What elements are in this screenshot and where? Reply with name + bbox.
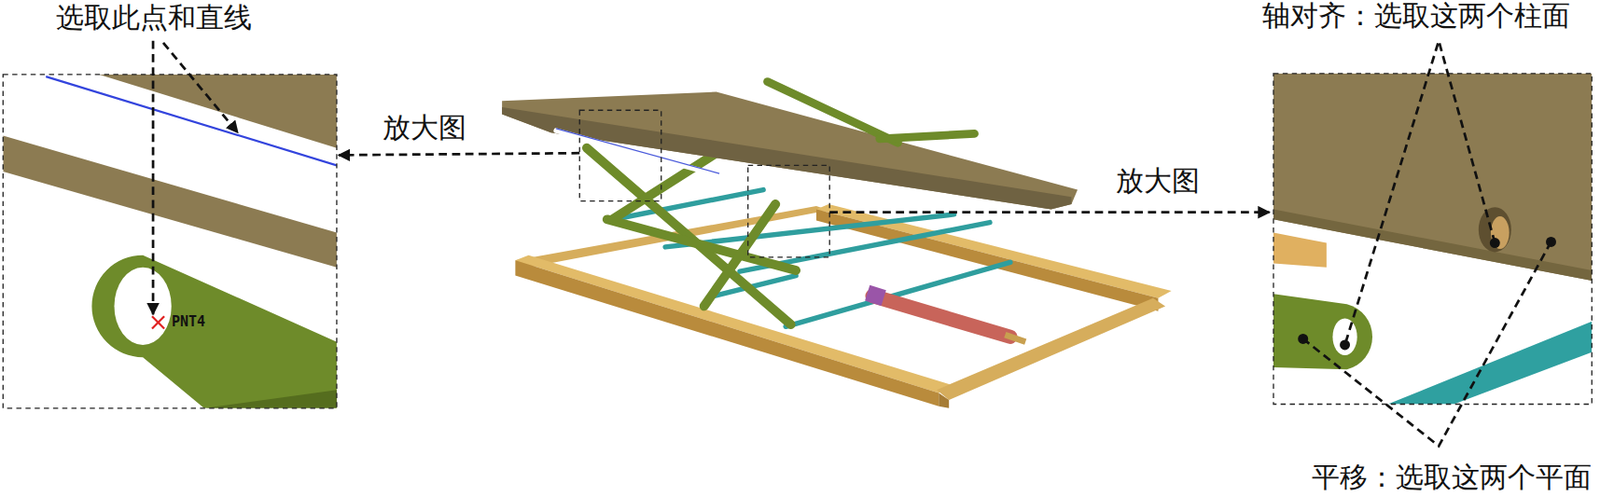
table-top — [501, 92, 1078, 210]
zoom-label: 放大图 — [382, 111, 467, 143]
zoom-label: 放大图 — [1115, 165, 1200, 196]
upper-arms — [767, 82, 975, 144]
leader-lines — [1303, 41, 1552, 447]
hydraulic-cylinder — [867, 292, 1027, 343]
right-inset — [1273, 73, 1592, 405]
scissor-arms — [586, 148, 796, 325]
zoom-arrows — [338, 153, 1270, 212]
left-inset — [2, 74, 337, 409]
inset-frame — [1273, 73, 1592, 405]
leader-arrows — [153, 41, 238, 315]
callout-text: 选取此点和直线 — [55, 1, 252, 33]
teal-rods — [608, 190, 1011, 328]
zoom-frames — [579, 110, 830, 258]
callout-text: 平移：选取这两个平面 — [1311, 461, 1592, 493]
point-name: PNT4 — [171, 314, 206, 331]
callout-text: 轴对齐：选取这两个柱面 — [1262, 0, 1571, 31]
pick-dots — [1297, 236, 1557, 351]
base-frame — [514, 204, 1171, 409]
inset-frame — [2, 74, 337, 409]
